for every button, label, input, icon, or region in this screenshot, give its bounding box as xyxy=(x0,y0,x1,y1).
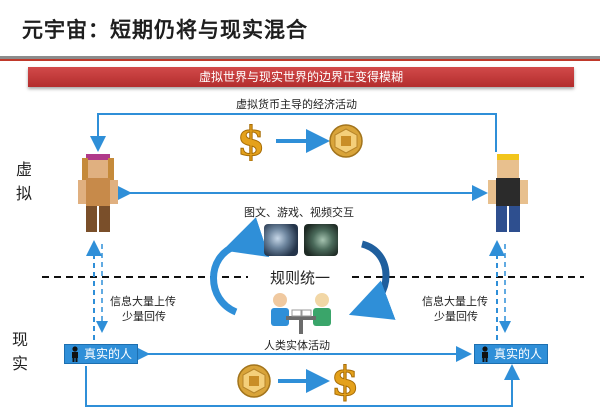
human-activity-label: 人类实体活动 xyxy=(264,339,330,352)
virtual-side-char-2: 拟 xyxy=(16,184,33,203)
bottom-loop-connector xyxy=(85,364,520,407)
virtual-economy-label: 虚拟货币主导的经济活动 xyxy=(236,98,357,111)
media-interaction-label: 图文、游戏、视频交互 xyxy=(244,206,354,219)
svg-text:$: $ xyxy=(237,121,265,161)
title-accent-line xyxy=(0,59,600,61)
real-side-char-2: 实 xyxy=(12,354,29,373)
real-person-left-label: 真实的人 xyxy=(84,347,133,361)
left-upload-label: 信息大量上传 xyxy=(110,295,176,308)
virtual-side-char-1: 虚 xyxy=(16,160,33,179)
real-person-left: 真实的人 xyxy=(64,344,138,364)
cycle-arrow-right xyxy=(348,240,396,320)
rules-unified-label: 规则统一 xyxy=(266,267,335,288)
avatar-icon xyxy=(78,154,118,232)
person-icon xyxy=(482,346,488,362)
slide-title: 元宇宙：短期仍将与现实混合 xyxy=(22,17,308,42)
left-return-label: 少量回传 xyxy=(122,310,166,323)
right-upload-label: 信息大量上传 xyxy=(422,295,488,308)
dollar-icon: $ xyxy=(331,360,360,402)
real-side-char-1: 现 xyxy=(12,330,29,349)
video-thumbnail-icon xyxy=(304,224,338,256)
real-person-right-label: 真实的人 xyxy=(494,347,543,361)
coin-icon xyxy=(237,364,271,398)
real-person-right: 真实的人 xyxy=(474,344,548,364)
svg-text:$: $ xyxy=(331,360,359,402)
dollar-icon: $ xyxy=(237,121,266,161)
right-return-label: 少量回传 xyxy=(434,310,478,323)
top-loop-connector xyxy=(90,113,497,152)
game-thumbnail-icon xyxy=(264,224,298,256)
meeting-icon xyxy=(271,293,331,334)
avatar-icon xyxy=(488,154,528,232)
title-divider xyxy=(0,56,600,59)
person-icon xyxy=(72,346,78,362)
banner: 虚拟世界与现实世界的边界正变得模糊 xyxy=(28,67,574,87)
cycle-arrow-left xyxy=(210,217,270,316)
coin-icon xyxy=(329,124,363,158)
